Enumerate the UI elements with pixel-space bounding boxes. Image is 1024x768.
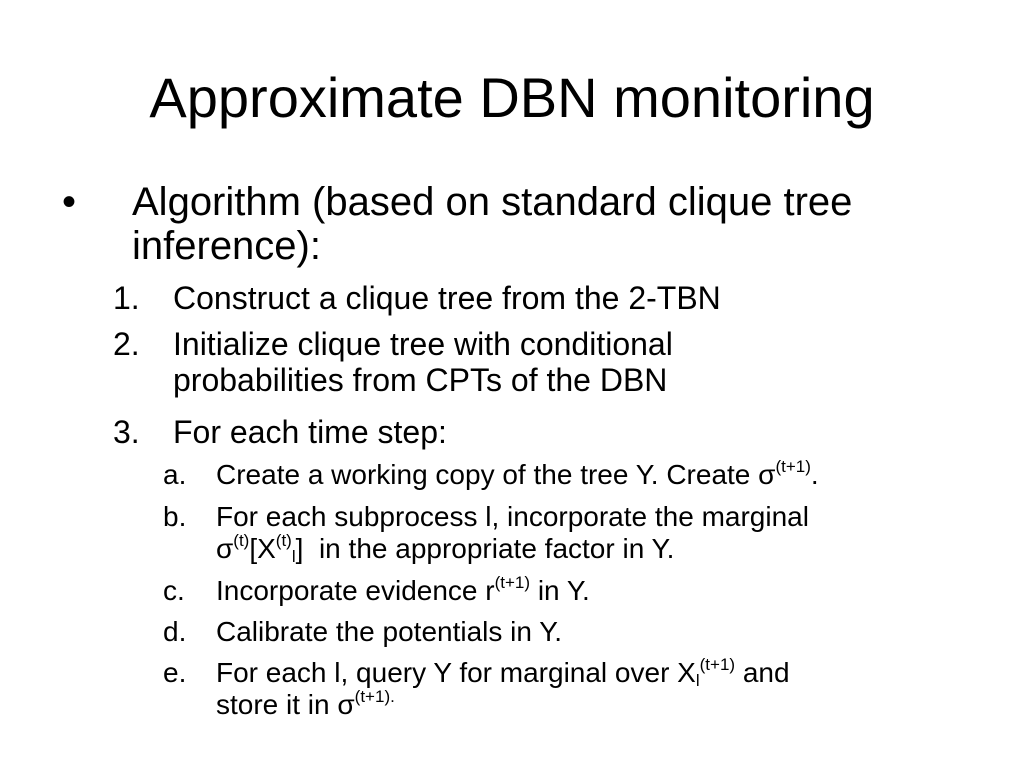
step-2-line-2: probabilities from CPTs of the DBN [173, 362, 668, 398]
substep-b: b. For each subprocess l, incorporate th… [163, 501, 983, 565]
substep-b-sup-1: (t) [233, 531, 250, 550]
substep-e-sup: (t+1) [699, 655, 736, 674]
main-bullet-line-1: Algorithm (based on standard clique tree [132, 180, 853, 224]
bullet-marker: • [62, 180, 77, 224]
substep-d-label: d. [163, 616, 187, 647]
step-2-line-1: Initialize clique tree with conditional [173, 326, 673, 362]
substep-b-close: ] [295, 533, 304, 564]
substep-c-post: in Y. [530, 575, 590, 606]
step-3-label: 3. [113, 414, 140, 450]
substep-e-line-1: For each l, query Y for marginal over Xl… [216, 655, 983, 690]
substep-d: d. Calibrate the potentials in Y. [163, 616, 983, 648]
substep-a-sup: (t+1) [775, 457, 811, 476]
substep-c-label: c. [163, 575, 185, 606]
substep-c-sup: (t+1) [494, 573, 531, 592]
substep-b-bracket: [X [249, 533, 276, 564]
substep-e: e. For each l, query Y for marginal over… [163, 655, 983, 721]
step-2: 2. Initialize clique tree with condition… [113, 326, 993, 398]
substep-e-line-2-text: store it in σ [216, 689, 355, 720]
slide-title: Approximate DBN monitoring [149, 66, 875, 129]
substep-a-text: Create a working copy of the tree Y. Cre… [216, 459, 776, 490]
substep-b-line-1: For each subprocess l, incorporate the m… [216, 501, 809, 532]
substep-b-line-2: σ(t)[X(t)l] in the appropriate factor in… [216, 531, 983, 566]
substep-e-line-2: store it in σ(t+1). [216, 687, 983, 721]
substep-a-label: a. [163, 459, 187, 490]
main-bullet-line-2: inference): [132, 224, 321, 268]
substep-b-sup-2: (t) [275, 531, 292, 550]
substep-e-line-2-sup: (t+1). [354, 687, 395, 706]
substep-e-sub: l [695, 671, 700, 690]
substep-b-sub: l [291, 547, 296, 566]
sigma-symbol: σ [216, 533, 234, 564]
substep-c-text: Incorporate evidence r [216, 575, 495, 606]
substep-b-rest: in the appropriate factor in Y. [303, 533, 675, 564]
step-2-label: 2. [113, 326, 140, 362]
substep-e-label: e. [163, 657, 187, 688]
step-1: 1. Construct a clique tree from the 2-TB… [113, 280, 993, 316]
step-1-label: 1. [113, 280, 140, 316]
substep-a-post: . [810, 459, 819, 490]
step-3-text: For each time step: [173, 414, 447, 450]
substep-a: a. Create a working copy of the tree Y. … [163, 457, 983, 491]
substep-e-post: and [735, 657, 790, 688]
step-1-text: Construct a clique tree from the 2-TBN [173, 280, 721, 316]
substep-b-label: b. [163, 501, 187, 532]
substep-c: c. Incorporate evidence r(t+1) in Y. [163, 573, 983, 607]
step-3: 3. For each time step: [113, 414, 993, 450]
main-bullet-text: Algorithm (based on standard clique tree… [132, 180, 972, 268]
substep-d-text: Calibrate the potentials in Y. [216, 616, 563, 647]
substep-e-text: For each l, query Y for marginal over X [216, 657, 696, 688]
